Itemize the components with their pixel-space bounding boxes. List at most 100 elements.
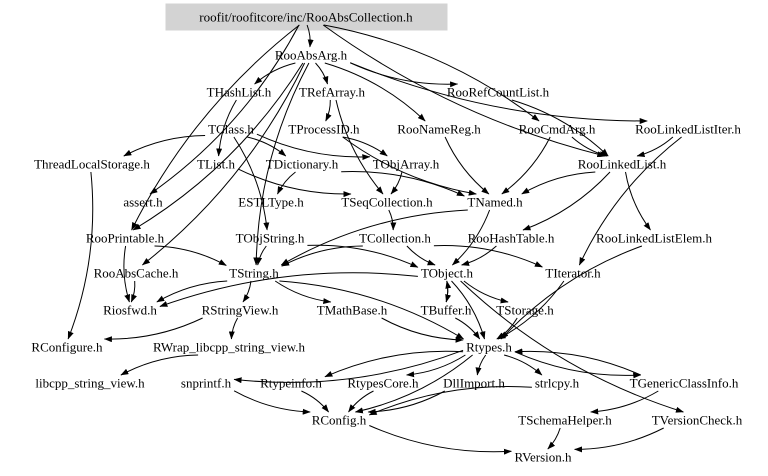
node-tobjarray-label[interactable]: TObjArray.h	[373, 157, 440, 172]
edge-tstorage-to-rtypes	[496, 317, 518, 340]
edge-tstring-to-riosfwd	[156, 280, 228, 303]
edge-tstring-to-rstringview	[242, 280, 252, 303]
edge-tobject-to-tstorage	[463, 280, 509, 304]
edge-tobjstring-to-tobject	[307, 244, 419, 268]
edge-rstringview-to-rwrap	[228, 317, 239, 340]
edge-rtypes-to-rconfig	[354, 354, 473, 414]
node-rtypes-label[interactable]: Rtypes.h	[466, 340, 512, 355]
edge-tclass-to-tdictionary	[247, 136, 287, 157]
edge-roolinkedlist-to-roohashtable	[522, 171, 611, 231]
edge-tobject-to-riosfwd	[159, 272, 418, 307]
edge-roolinkedlistiter-to-roolinkedlist	[636, 136, 674, 158]
node-tnamed-label[interactable]: TNamed.h	[467, 195, 523, 210]
node-tobject-label[interactable]: TObject.h	[421, 266, 474, 281]
edge-rwrap-to-libcpp	[120, 354, 199, 376]
node-tcollection-label[interactable]: TCollection.h	[359, 231, 431, 246]
node-strlcpy-label[interactable]: strlcpy.h	[535, 376, 580, 391]
node-assert-label[interactable]: assert.h	[123, 195, 163, 210]
edge-rooabsarg-to-thashlist	[254, 62, 296, 85]
edge-roolinkedlist-to-roolinkedlistelem	[625, 171, 651, 231]
node-libcpp-label[interactable]: libcpp_string_view.h	[35, 376, 145, 391]
edge-tcollection-to-tobject	[406, 245, 436, 266]
edge-tbuffer-to-tobject	[445, 280, 452, 303]
node-rooabsarg-label[interactable]: RooAbsArg.h	[275, 48, 348, 63]
edge-thashlist-to-tlist	[216, 99, 237, 157]
node-rversion-label[interactable]: RVersion.h	[514, 450, 572, 465]
node-riosfwd-label[interactable]: Riosfwd.h	[103, 303, 157, 318]
node-tstorage-label[interactable]: TStorage.h	[496, 303, 554, 318]
edge-rtypes-to-rtypescore	[406, 354, 466, 378]
node-rwrap-label[interactable]: RWrap_libcpp_string_view.h	[153, 340, 306, 355]
node-tseqcollection-label[interactable]: TSeqCollection.h	[341, 195, 433, 210]
node-rconfigure-label[interactable]: RConfigure.h	[31, 340, 103, 355]
node-roonamereg-label[interactable]: RooNameReg.h	[397, 122, 481, 137]
edge-tdictionary-to-estltype	[277, 171, 296, 195]
edges	[67, 24, 684, 455]
node-tlist-label[interactable]: TList.h	[197, 157, 235, 172]
edge-tbuffer-to-rtypes	[455, 317, 481, 340]
node-tstring-label[interactable]: TString.h	[229, 266, 279, 281]
edge-rtypes-to-rtypeinfo	[324, 350, 464, 378]
edge-rtypeinfo-to-rconfig	[301, 390, 329, 413]
edge-rtypes-to-dllimport	[475, 354, 487, 376]
node-dllimport-label[interactable]: DllImport.h	[443, 376, 505, 391]
node-trefarray-label[interactable]: TRefArray.h	[299, 85, 365, 100]
node-estltype-label[interactable]: ESTLType.h	[238, 195, 304, 210]
edge-tdictionary-to-tnamed	[341, 170, 465, 197]
edge-tnamed-to-tobject	[452, 209, 491, 266]
node-threadlocalstorage-label[interactable]: ThreadLocalStorage.h	[34, 157, 150, 172]
node-root-label[interactable]: roofit/roofitcore/inc/RooAbsCollection.h	[199, 10, 413, 25]
edge-rooabsarg-to-roolinkedlistiter	[350, 62, 648, 125]
edge-roohashtable-to-tobject	[461, 245, 497, 266]
node-tmathbase-label[interactable]: TMathBase.h	[317, 303, 388, 318]
node-tversioncheck-label[interactable]: TVersionCheck.h	[652, 413, 743, 428]
edge-tclass-to-threadlocalstorage	[123, 135, 206, 157]
edge-root-to-roolinkedlist	[322, 24, 606, 158]
node-roohashtable-label[interactable]: RooHashTable.h	[468, 231, 555, 246]
edge-trefarray-to-tseqcollection	[335, 99, 384, 195]
node-roorefcountlist-label[interactable]: RooRefCountList.h	[447, 85, 550, 100]
node-rstringview-label[interactable]: RStringView.h	[202, 303, 279, 318]
node-roocmdarg-label[interactable]: RooCmdArg.h	[519, 122, 596, 137]
node-roolinkedlistiter-label[interactable]: RooLinkedListIter.h	[635, 122, 741, 137]
edge-rooabsarg-to-tstring	[253, 62, 310, 266]
node-rooabscache-label[interactable]: RooAbsCache.h	[94, 266, 179, 281]
edge-rooabsarg-to-rooprintable	[132, 62, 304, 231]
edge-roorefcountlist-to-roolinkedlist	[511, 99, 609, 157]
node-roolinkedlist-label[interactable]: RooLinkedList.h	[578, 157, 667, 172]
node-tdictionary-label[interactable]: TDictionary.h	[266, 157, 339, 172]
node-tprocessid-label[interactable]: TProcessID.h	[288, 122, 360, 137]
node-rtypescore-label[interactable]: RtypesCore.h	[347, 376, 419, 391]
edge-root-to-assert	[149, 24, 300, 195]
edge-tschemahelper-to-rversion	[547, 427, 561, 450]
node-rooprintable-label[interactable]: RooPrintable.h	[86, 231, 165, 246]
node-tobjstring-label[interactable]: TObjString.h	[236, 231, 305, 246]
edge-titerator-to-rtypes	[497, 280, 565, 340]
node-roolinkedlistelem-label[interactable]: RooLinkedListElem.h	[596, 231, 712, 246]
edge-rooabsarg-to-roonamereg	[324, 62, 426, 122]
edge-rooprintable-to-tstring	[154, 245, 227, 266]
node-snprintf-label[interactable]: snprintf.h	[181, 376, 232, 391]
node-titerator-label[interactable]: TIterator.h	[545, 266, 601, 281]
edge-roonamereg-to-tnamed	[444, 136, 490, 195]
edge-tversioncheck-to-rversion	[574, 427, 664, 453]
edge-tcollection-to-titerator	[433, 244, 543, 268]
node-tclass-label[interactable]: TClass.h	[208, 122, 254, 137]
node-rtypeinfo-label[interactable]: Rtypeinfo.h	[260, 376, 322, 391]
edge-tlist-to-tseqcollection	[237, 168, 352, 198]
edge-tcollection-to-tstring	[281, 245, 363, 267]
node-tbuffer-label[interactable]: TBuffer.h	[421, 303, 472, 318]
edge-tobjstring-to-tstring	[256, 245, 267, 266]
edge-tclass-to-tobjarray	[256, 133, 371, 161]
edge-rooabsarg-to-rooabscache	[142, 62, 306, 266]
node-tschemahelper-label[interactable]: TSchemaHelper.h	[518, 413, 612, 428]
edge-strlcpy-to-rconfig	[368, 385, 532, 416]
edge-snprintf-to-rconfig	[233, 390, 311, 415]
edge-rtypes-to-strlcpy	[503, 354, 543, 376]
edge-tobjarray-to-tseqcollection	[390, 171, 403, 195]
node-tgenericclassinfo-label[interactable]: TGenericClassInfo.h	[630, 376, 739, 391]
edge-tnamed-to-tstring	[280, 209, 468, 266]
node-thashlist-label[interactable]: THashList.h	[207, 85, 272, 100]
node-rconfig-label[interactable]: RConfig.h	[312, 413, 367, 428]
